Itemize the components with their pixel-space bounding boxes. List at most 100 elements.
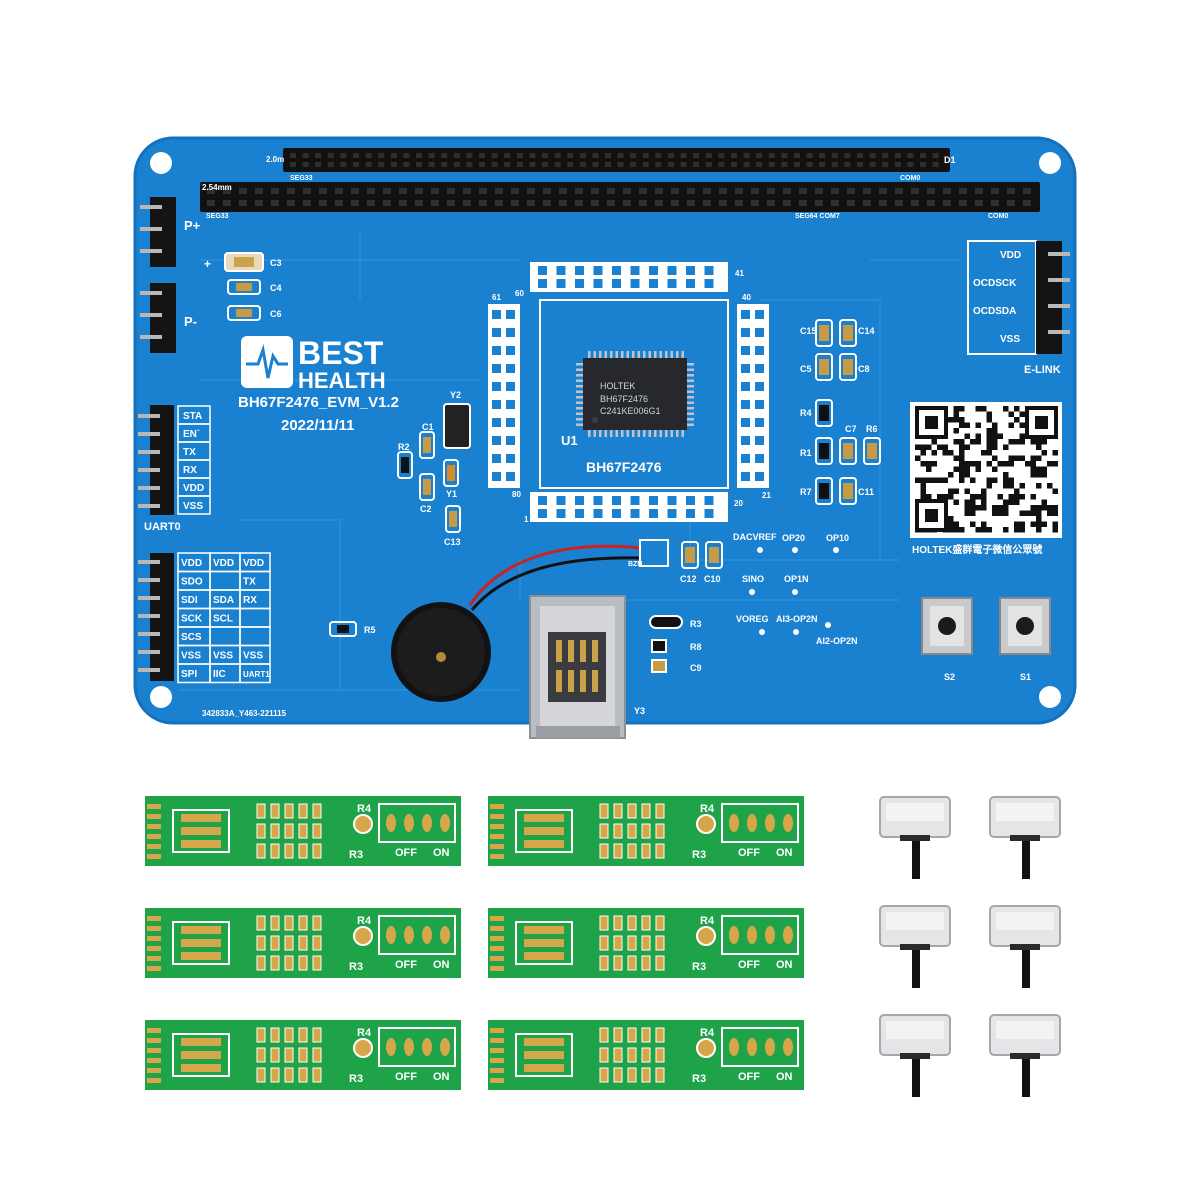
usb-contact [556,670,562,692]
header-socket [879,188,887,194]
edge-finger [147,804,161,809]
bus-cell-3-0: SCK [181,614,203,625]
sensor-off-label: OFF [738,847,760,859]
header-socket [543,188,551,194]
header-pad [755,472,764,481]
qr-module [997,510,1003,516]
switch-pad [404,814,414,832]
plus-mark: + [204,257,211,271]
smd-part [843,483,853,499]
slide-switch [989,1014,1061,1097]
header-socket [529,153,536,158]
header-socket [655,188,663,194]
chip-lead [681,429,684,437]
board-model: BH67F2476_EVM_V1.2 [238,394,399,411]
smd-pad [298,1047,308,1063]
header-socket [302,153,309,158]
header-socket [527,188,535,194]
header-socket [416,153,422,158]
test-point-pad [759,629,765,635]
c4-label: C4 [270,283,282,293]
test-point-label-4: OP1N [784,574,809,584]
header-pad [575,266,584,275]
header-socket [431,200,439,206]
test-point-pad [792,547,798,553]
c7-label: C7 [845,424,857,434]
header-socket [239,200,247,206]
header-socket [511,200,519,206]
header-pad [741,364,750,373]
header-socket [516,153,523,158]
switch-pad [386,814,396,832]
switch-footprint [721,803,799,843]
header-socket [743,153,750,158]
slide-switch-highlight [886,912,944,930]
switch-s1[interactable] [999,597,1051,655]
smd-part [867,443,877,459]
header-pad [492,346,501,355]
qr-module [970,499,976,505]
smd-pad [599,955,609,971]
qr-module [1003,472,1009,478]
qr-module [981,450,987,456]
qr-module [953,428,959,434]
header-socket [863,188,871,194]
uart0-header [138,405,174,515]
qr-module [975,466,981,472]
header-socket [932,162,939,167]
header-socket [383,188,391,194]
chip-lead [681,351,684,359]
qr-module [1030,494,1036,500]
qr-module [1047,505,1053,511]
smd-pad [655,915,665,931]
header-socket [463,200,471,206]
qr-module [981,406,987,412]
header-socket [617,162,624,167]
edge-finger [147,1078,161,1083]
elink-pin-3: VSS [1000,334,1020,345]
header-pad [506,310,515,319]
qr-module [1014,499,1020,505]
smd-pad [270,955,280,971]
header-socket [794,162,800,167]
bus-table-cell [239,663,271,684]
switch-s2[interactable] [921,597,973,655]
qr-module [1019,494,1025,500]
uart0-pin-1: EN` [183,429,200,440]
chip-lead [686,396,694,399]
smd-pad [312,1047,322,1063]
smd-pad [627,955,637,971]
qr-module [959,455,965,461]
edge-finger [147,824,161,829]
smd-pad [613,1047,623,1063]
mounting-hole [1039,152,1061,174]
smd-pad [312,955,322,971]
edge-finger [490,936,504,941]
qr-module [975,505,981,511]
smd-part [843,325,853,341]
header-socket [671,200,679,206]
bus-cell-0-0: VDD [181,558,202,569]
header-pad [649,266,658,275]
chip-lead [604,351,607,359]
smd-pad [627,935,637,951]
header-socket [453,162,460,167]
header-socket [543,200,551,206]
header-socket [959,200,967,206]
c8-label: C8 [858,364,870,374]
header-socket [591,200,599,206]
edge-finger [147,1038,161,1043]
header-socket [882,153,889,158]
qr-finder-core [925,416,938,429]
header-pad [612,279,621,288]
sensor-pad [524,939,564,947]
qr-module [1014,406,1020,412]
pin-label-21: 21 [762,491,771,500]
test-point-label-1: OP20 [782,533,805,543]
slide-switch-base [1010,835,1040,841]
switch-pad [440,1038,450,1056]
via-pad [353,814,373,834]
